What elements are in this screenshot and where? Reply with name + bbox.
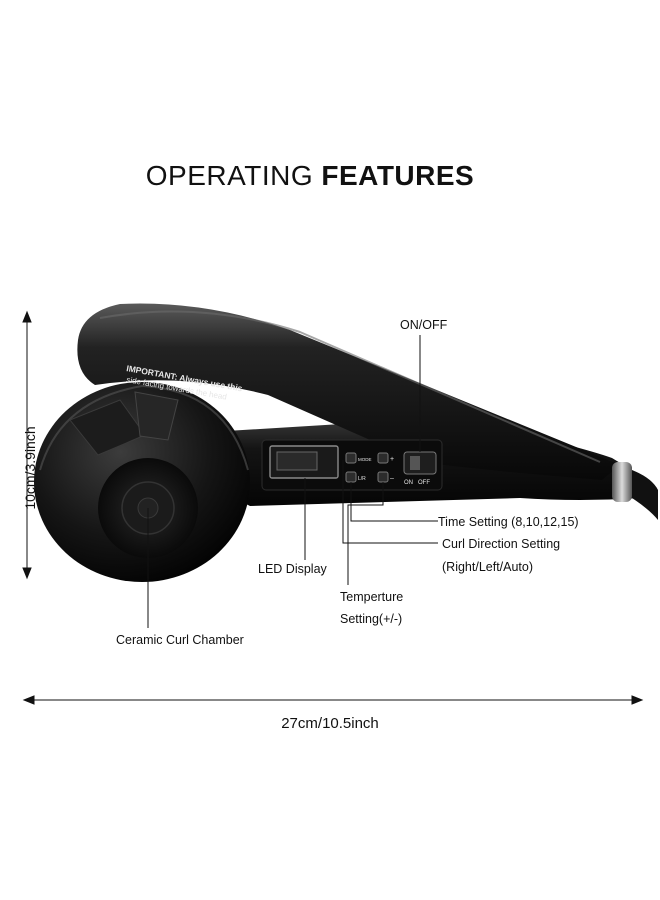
page-title: OPERATING FEATURES: [0, 160, 620, 192]
temperature-label-line2: Setting(+/-): [340, 612, 403, 626]
ceramic-chamber-label: Ceramic Curl Chamber: [116, 633, 244, 647]
lr-button: [345, 471, 357, 483]
temperature-label-line1: Temperture: [340, 590, 404, 604]
plus-button-label: +: [390, 456, 394, 463]
minus-button: [377, 471, 389, 483]
mode-button-label: MODE: [358, 457, 372, 462]
led-display-label: LED Display: [258, 562, 327, 576]
curl-direction-values-label: (Right/Left/Auto): [442, 560, 534, 574]
lr-button-label: L/R: [358, 476, 366, 482]
time-setting-label: Time Setting (8,10,12,15): [438, 515, 579, 529]
title-part-operating: OPERATING: [145, 160, 314, 191]
switch-off-label: OFF: [418, 480, 430, 486]
curl-direction-label: Curl Direction Setting: [442, 537, 561, 551]
title-part-features: FEATURES: [321, 160, 475, 191]
on-off-label: ON/OFF: [400, 318, 448, 332]
metal-ring: [612, 462, 632, 502]
switch-on-label: ON: [404, 480, 413, 486]
curler-upper-arm: [77, 303, 621, 480]
plus-button: [377, 452, 389, 464]
width-dimension-label: 27cm/10.5inch: [281, 715, 379, 732]
power-cord: [632, 470, 658, 520]
mode-button: [345, 452, 357, 464]
height-dimension-label: 10cm/3.9inch: [22, 426, 38, 510]
minus-button-label: –: [390, 475, 394, 482]
